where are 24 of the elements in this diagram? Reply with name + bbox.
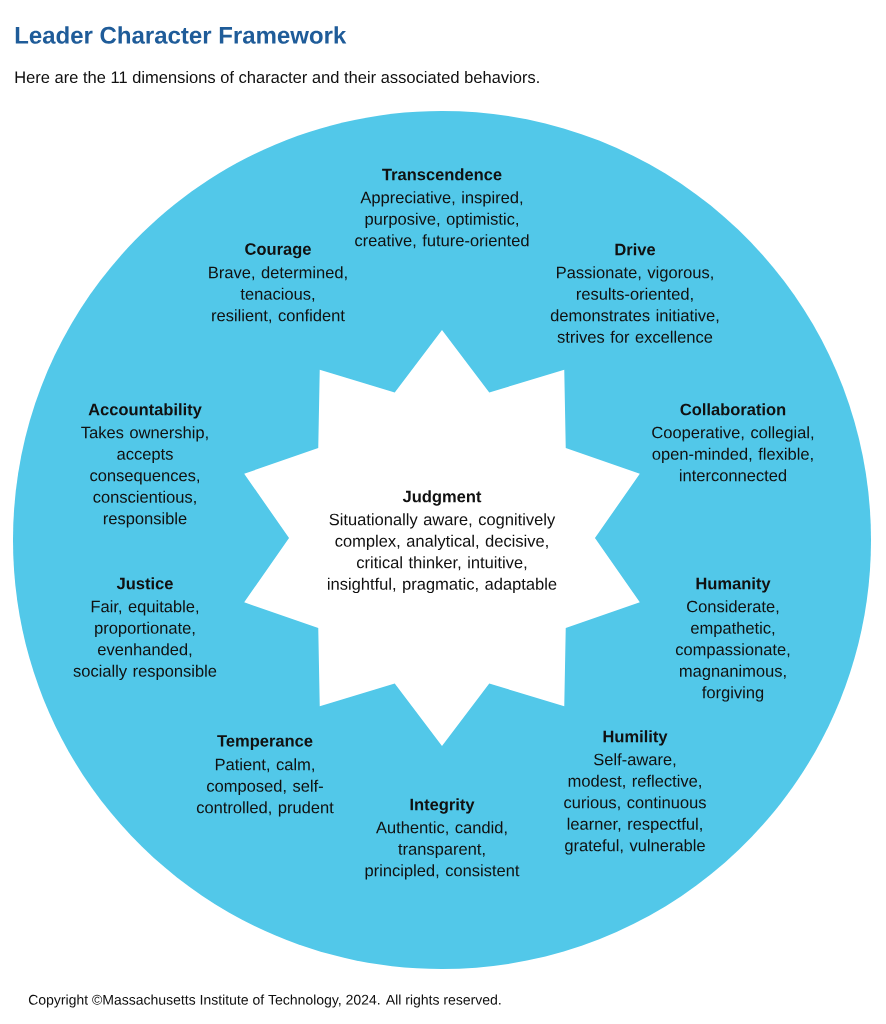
behavior-list: Appreciative, inspired, purposive, optimistic, creative, future-oriented xyxy=(355,191,529,249)
subtitle: Here are the 11 dimensions of character and their associated behaviors. xyxy=(15,70,539,84)
behavior-list: Patient, calm, composed, self-controlled, prudent xyxy=(196,758,334,817)
center-heading: Judgment xyxy=(402,490,482,506)
dimension-heading: Collaboration xyxy=(680,403,786,416)
copyright-note: Copyright ©Massachusetts Institute of Technology, 2024. All rights reserved. xyxy=(28,994,501,1008)
dimension-heading: Accountability xyxy=(88,403,202,419)
dimension-heading: Temperance xyxy=(217,735,313,750)
dimension-heading: Transcendence xyxy=(382,168,502,181)
behavior-list: Brave, determined, tenacious, resilient, confident xyxy=(209,266,347,324)
dimension-heading: Justice xyxy=(116,577,173,590)
dimension-heading: Drive xyxy=(615,243,656,256)
behavior-list: Authentic, candid, transparent, principled, consistent xyxy=(365,821,520,880)
dimension-heading: Humanity xyxy=(696,577,771,593)
behavior-list: Self-aware, modest, reflective, curious, continuous learner, respectful, grateful, vulnerable xyxy=(564,753,706,855)
behavior-list: Passionate, vigorous, results-oriented, demonstrates initiative, strives for excellence xyxy=(550,266,719,343)
behavior-list: Considerate, empathetic, compassionate, magnanimous, forgiving xyxy=(675,600,790,702)
heading: Leader Character Framework xyxy=(15,26,347,44)
behavior-list: Situationally aware, cognitively complex, analytical, decisive, critical thinker, intuitive, insightful, pragmatic, adaptable xyxy=(328,513,557,594)
dimension-heading: Courage xyxy=(245,243,311,259)
behavior-list: Fair, equitable, proportionate, evenhanded, socially responsible xyxy=(73,600,217,681)
dimension-heading: Integrity xyxy=(410,798,475,814)
behavior-list: Takes ownership, accepts consequences, conscientious, responsible xyxy=(81,426,208,528)
dimension-heading: Humility xyxy=(603,730,668,746)
